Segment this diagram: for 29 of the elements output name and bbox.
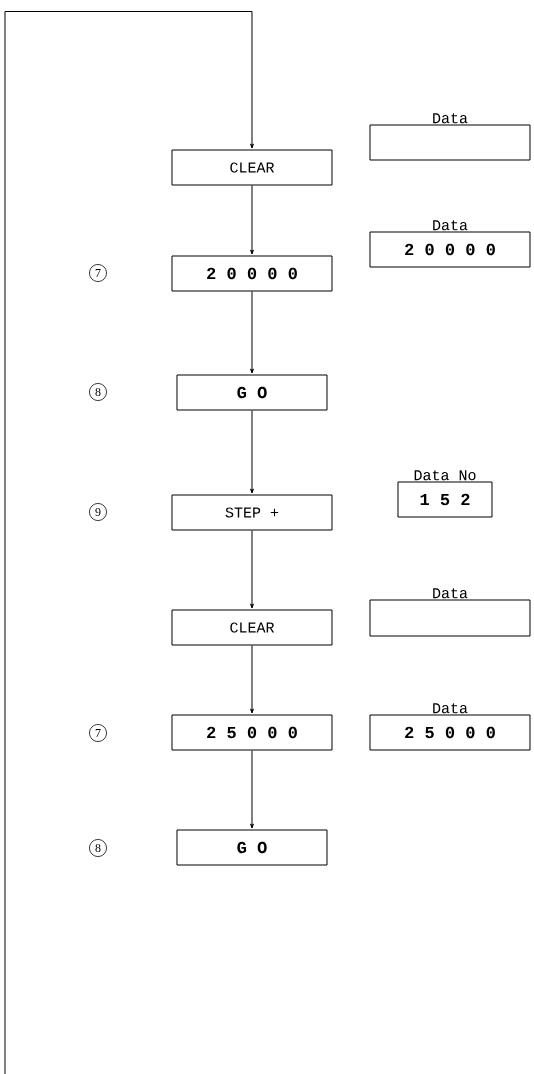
callout-number: 7 <box>89 724 107 742</box>
arrow <box>250 530 254 609</box>
arrow <box>4 11 254 1074</box>
arrow <box>250 185 254 255</box>
arrow <box>250 750 254 829</box>
key-box: G O <box>176 374 328 411</box>
arrow <box>250 410 254 494</box>
callout-number: 7 <box>89 264 107 282</box>
display-box: 2 5 0 0 0 <box>369 714 531 751</box>
key-box: 2 5 0 0 0 <box>171 714 333 751</box>
display-heading: Data <box>433 113 468 124</box>
key-box: CLEAR <box>171 149 333 186</box>
arrow <box>250 291 254 374</box>
arrow <box>250 645 254 714</box>
display-heading: Data <box>433 220 468 231</box>
key-box: CLEAR <box>171 609 333 646</box>
callout-number: 9 <box>89 503 107 521</box>
key-box: 2 0 0 0 0 <box>171 255 333 292</box>
display-heading: Data No <box>414 470 476 481</box>
display-heading: Data <box>433 703 468 714</box>
display-box: 1 5 2 <box>397 481 493 518</box>
display-box <box>369 124 531 161</box>
key-box: G O <box>176 829 328 866</box>
key-box: STEP + <box>171 494 333 531</box>
callout-number: 8 <box>89 383 107 401</box>
callout-number: 8 <box>89 839 107 857</box>
display-box <box>369 599 531 637</box>
display-heading: Data <box>433 588 468 599</box>
display-box: 2 0 0 0 0 <box>369 231 531 268</box>
